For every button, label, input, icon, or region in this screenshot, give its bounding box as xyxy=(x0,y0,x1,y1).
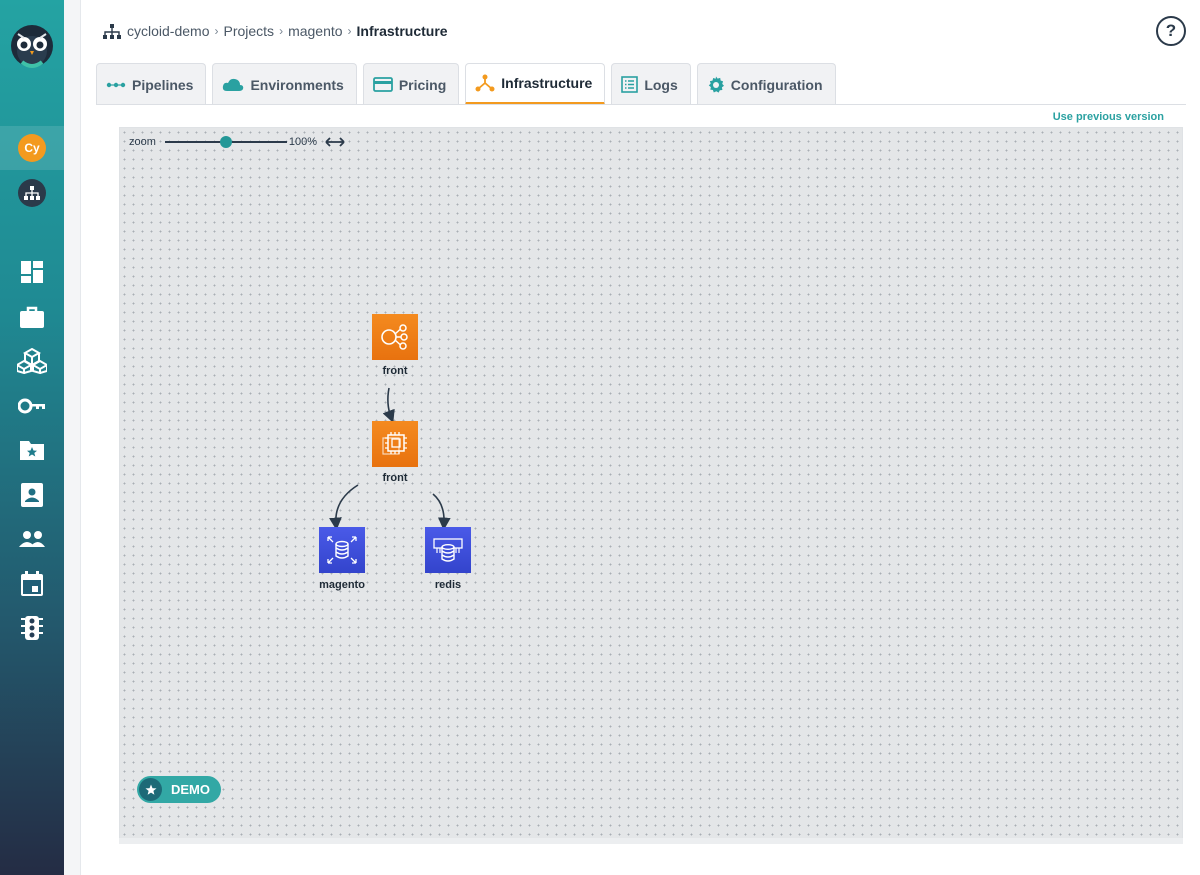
sidebar-item-members[interactable] xyxy=(0,473,64,517)
demo-label: DEMO xyxy=(171,782,210,797)
tab-logs[interactable]: Logs xyxy=(611,63,691,105)
breadcrumb: cycloid-demo › Projects › magento › Infr… xyxy=(103,21,448,41)
tab-label: Infrastructure xyxy=(501,75,593,91)
fit-width-icon[interactable] xyxy=(325,137,345,147)
infrastructure-icon xyxy=(475,74,495,92)
canvas-bottom-edge xyxy=(119,838,1183,844)
tab-label: Pipelines xyxy=(132,76,194,93)
chevron-right-icon: › xyxy=(279,24,284,38)
node-label: redis xyxy=(434,579,462,591)
breadcrumb-org[interactable]: cycloid-demo xyxy=(127,23,210,39)
edge-ec2-to-redis xyxy=(432,493,451,531)
tab-label: Environments xyxy=(250,76,344,93)
sidebar-item-stacks[interactable] xyxy=(0,339,64,383)
chevron-right-icon: › xyxy=(214,24,219,38)
org-tree-icon xyxy=(18,179,46,207)
calendar-icon xyxy=(20,571,44,597)
zoom-slider[interactable] xyxy=(164,135,287,149)
sidebar-item-catalog[interactable] xyxy=(0,428,64,472)
breadcrumb-projects[interactable]: Projects xyxy=(223,23,275,39)
traffic-light-icon xyxy=(20,615,44,641)
infrastructure-canvas[interactable]: zoom 100% xyxy=(119,127,1183,841)
tab-pricing[interactable]: Pricing xyxy=(362,63,460,105)
people-icon xyxy=(18,530,46,548)
dashboard-icon xyxy=(20,260,44,284)
tab-pipelines[interactable]: Pipelines xyxy=(96,63,207,105)
node-front-instance[interactable] xyxy=(372,421,418,467)
contact-card-icon xyxy=(20,482,44,508)
org-switch-button[interactable] xyxy=(0,171,64,215)
zoom-value: 100% xyxy=(288,136,318,148)
project-card: cycloid-demo › Projects › magento › Infr… xyxy=(80,0,1200,875)
node-front-load-balancer[interactable] xyxy=(372,314,418,360)
chevron-right-icon: › xyxy=(347,24,352,38)
pipeline-icon xyxy=(106,81,126,89)
node-label: magento xyxy=(319,579,365,591)
sidebar-item-projects[interactable] xyxy=(0,295,64,339)
main-area: cycloid-demo › Projects › magento › Infr… xyxy=(64,0,1200,875)
node-redis-cache[interactable] xyxy=(425,527,471,573)
list-icon xyxy=(621,76,639,93)
org-tree-icon xyxy=(103,23,121,39)
node-label: front xyxy=(382,365,408,377)
org-avatar: Cy xyxy=(18,134,46,162)
key-icon xyxy=(18,398,46,414)
tab-environments[interactable]: Environments xyxy=(212,63,357,105)
gear-icon xyxy=(707,76,725,94)
sidebar-item-dashboard[interactable] xyxy=(0,250,64,294)
cubes-icon xyxy=(17,348,47,374)
zoom-slider-handle[interactable] xyxy=(219,136,232,148)
tab-infrastructure[interactable]: Infrastructure xyxy=(465,63,606,105)
sidebar-item-events[interactable] xyxy=(0,562,64,606)
cycloid-owl-logo[interactable] xyxy=(10,24,54,72)
sidebar-item-status[interactable] xyxy=(0,606,64,650)
tab-configuration[interactable]: Configuration xyxy=(696,63,836,105)
tab-label: Configuration xyxy=(730,76,823,93)
elasticache-icon xyxy=(431,534,465,566)
org-avatar-button[interactable]: Cy xyxy=(0,126,64,170)
ec2-chip-icon xyxy=(379,428,411,460)
graph-edges xyxy=(329,387,451,531)
tab-divider xyxy=(96,104,1186,105)
sidebar-item-credentials[interactable] xyxy=(0,384,64,428)
node-magento-database[interactable] xyxy=(319,527,365,573)
folder-star-icon xyxy=(19,439,45,461)
rds-database-icon xyxy=(325,534,359,566)
demo-badge[interactable]: DEMO xyxy=(137,776,221,803)
sidebar-item-teams[interactable] xyxy=(0,517,64,561)
star-icon xyxy=(139,778,162,801)
load-balancer-icon xyxy=(379,321,411,353)
use-previous-version-link[interactable]: Use previous version xyxy=(1052,111,1164,123)
cloud-icon xyxy=(222,77,244,92)
tab-label: Pricing xyxy=(398,76,447,93)
zoom-control: zoom 100% xyxy=(129,135,345,149)
edge-ec2-to-magento xyxy=(329,484,359,531)
node-label: front xyxy=(382,472,408,484)
sidebar: Cy xyxy=(0,0,64,875)
briefcase-icon xyxy=(19,305,45,329)
zoom-label: zoom xyxy=(129,136,156,148)
breadcrumb-project[interactable]: magento xyxy=(288,23,343,39)
project-tabs: Pipelines Environments Pricing Infrastru… xyxy=(96,63,842,105)
edge-lb-to-ec2 xyxy=(382,387,395,423)
help-button[interactable]: ? xyxy=(1156,16,1186,46)
card-icon xyxy=(372,77,393,92)
breadcrumb-current: Infrastructure xyxy=(356,23,448,39)
tab-label: Logs xyxy=(644,76,678,93)
